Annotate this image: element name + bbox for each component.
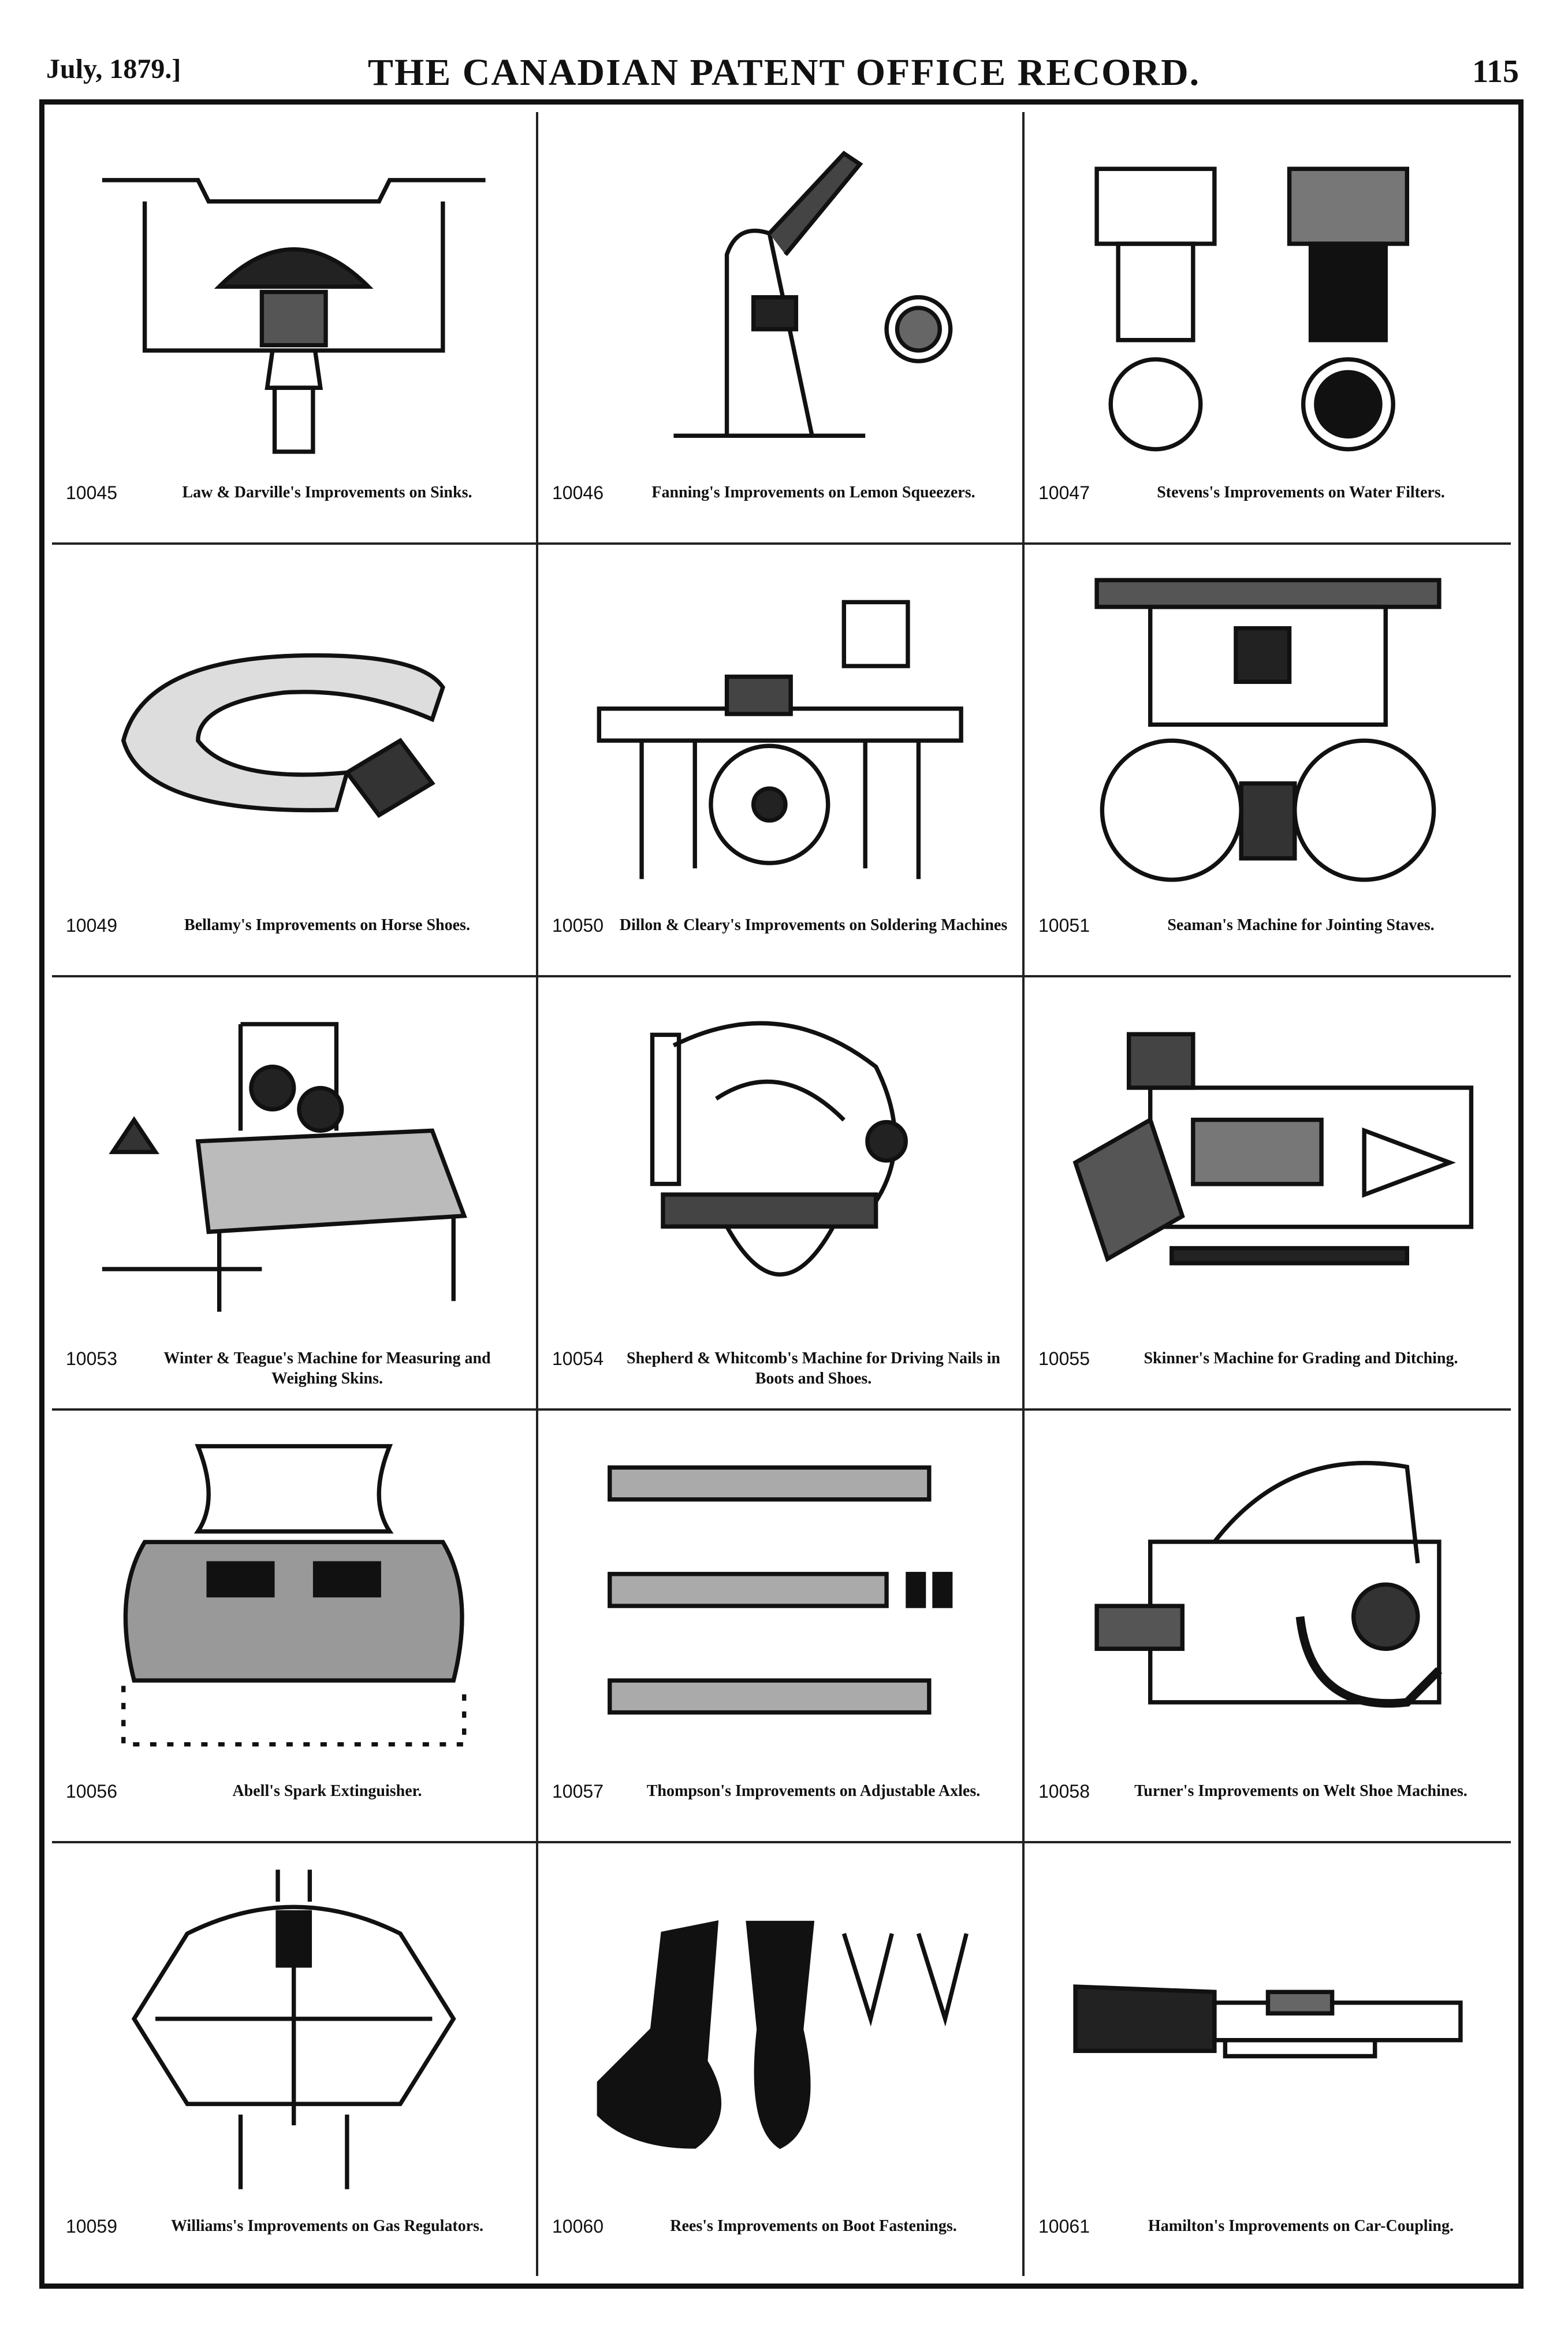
patent-title: Abell's Spark Extinguisher.: [232, 1782, 422, 1800]
publication-title: THE CANADIAN PATENT OFFICE RECORD.: [367, 51, 1201, 94]
patent-title: Fanning's Improvements on Lemon Squeezer…: [651, 484, 975, 502]
water-filter-drawing-icon: [1054, 129, 1482, 465]
patent-title: Turner's Improvements on Welt Shoe Machi…: [1134, 1782, 1468, 1800]
patent-number: 10056: [66, 1780, 117, 1802]
patent-cell-10047: 10047 Stevens's Improvements on Water Fi…: [1025, 112, 1511, 545]
patent-number: 10051: [1038, 915, 1090, 936]
patent-number: 10061: [1038, 2216, 1090, 2237]
nailing-machine-drawing-icon: [567, 995, 993, 1330]
patent-number: 10045: [66, 482, 117, 504]
axle-drawing-icon: [567, 1427, 993, 1763]
patent-number: 10050: [552, 915, 604, 936]
patent-cell-10053: 10053 Winter & Teague's Machine for Meas…: [52, 977, 538, 1411]
patent-caption: 10051 Seaman's Machine for Jointing Stav…: [1038, 915, 1497, 961]
patent-caption: 10046 Fanning's Improvements on Lemon Sq…: [552, 482, 1008, 529]
patent-cell-10045: 10045 Law & Darville's Improvements on S…: [52, 112, 538, 545]
stave-jointing-machine-drawing-icon: [1054, 562, 1482, 898]
patent-caption: 10050 Dillon & Cleary's Improvements on …: [552, 915, 1008, 961]
patent-caption: 10045 Law & Darville's Improvements on S…: [66, 482, 522, 529]
patent-cell-10054: 10054 Shepherd & Whitcomb's Machine for …: [538, 977, 1025, 1411]
patent-caption: 10060 Rees's Improvements on Boot Fasten…: [552, 2216, 1008, 2262]
patent-caption: 10058 Turner's Improvements on Welt Shoe…: [1038, 1781, 1497, 1827]
lemon-squeezer-drawing-icon: [567, 129, 993, 465]
patent-caption: 10053 Winter & Teague's Machine for Meas…: [66, 1348, 522, 1394]
patent-cell-10055: 10055 Skinner's Machine for Grading and …: [1025, 977, 1511, 1411]
patent-grid: 10045 Law & Darville's Improvements on S…: [52, 112, 1511, 2276]
patent-number: 10059: [66, 2216, 117, 2237]
patent-title: Williams's Improvements on Gas Regulator…: [170, 2217, 484, 2235]
patent-caption: 10061 Hamilton's Improvements on Car-Cou…: [1038, 2216, 1497, 2262]
patent-number: 10049: [66, 915, 117, 936]
patent-cell-10051: 10051 Seaman's Machine for Jointing Stav…: [1025, 545, 1511, 978]
patent-title: Skinner's Machine for Grading and Ditchi…: [1144, 1349, 1458, 1367]
patent-cell-10049: 10049 Bellamy's Improvements on Horse Sh…: [52, 545, 538, 978]
patent-number: 10058: [1038, 1780, 1090, 1802]
welt-shoe-machine-drawing-icon: [1054, 1427, 1482, 1763]
page-header: July, 1879.] THE CANADIAN PATENT OFFICE …: [0, 40, 1568, 104]
patent-number: 10057: [552, 1780, 604, 1802]
soldering-machine-drawing-icon: [567, 562, 993, 898]
patent-title: Rees's Improvements on Boot Fastenings.: [670, 2217, 957, 2235]
patent-cell-10046: 10046 Fanning's Improvements on Lemon Sq…: [538, 112, 1025, 545]
patent-caption: 10047 Stevens's Improvements on Water Fi…: [1038, 482, 1497, 529]
horse-shoe-drawing-icon: [81, 562, 506, 898]
sink-drawing-icon: [81, 129, 506, 465]
patent-caption: 10056 Abell's Spark Extinguisher.: [66, 1781, 522, 1827]
issue-date: July, 1879.]: [46, 54, 181, 84]
patent-title: Thompson's Improvements on Adjustable Ax…: [646, 1782, 981, 1800]
patent-caption: 10049 Bellamy's Improvements on Horse Sh…: [66, 915, 522, 961]
car-coupling-drawing-icon: [1054, 1861, 1482, 2198]
patent-cell-10056: 10056 Abell's Spark Extinguisher.: [52, 1410, 538, 1843]
skin-measuring-machine-drawing-icon: [81, 995, 506, 1330]
gas-regulator-drawing-icon: [81, 1861, 506, 2198]
patent-cell-10059: 10059 Williams's Improvements on Gas Reg…: [52, 1843, 538, 2276]
patent-caption: 10055 Skinner's Machine for Grading and …: [1038, 1348, 1497, 1394]
patent-number: 10055: [1038, 1348, 1090, 1369]
patent-title: Bellamy's Improvements on Horse Shoes.: [184, 916, 470, 935]
spark-extinguisher-drawing-icon: [81, 1427, 506, 1763]
patent-number: 10047: [1038, 482, 1090, 504]
patent-plate-frame: 10045 Law & Darville's Improvements on S…: [39, 99, 1524, 2289]
patent-caption: 10054 Shepherd & Whitcomb's Machine for …: [552, 1348, 1008, 1394]
patent-cell-10061: 10061 Hamilton's Improvements on Car-Cou…: [1025, 1843, 1511, 2276]
patent-number: 10054: [552, 1348, 604, 1369]
patent-cell-10058: 10058 Turner's Improvements on Welt Shoe…: [1025, 1411, 1511, 1843]
page-number: 115: [1472, 54, 1519, 90]
patent-caption: 10057 Thompson's Improvements on Adjusta…: [552, 1781, 1008, 1827]
patent-title: Law & Darville's Improvements on Sinks.: [182, 484, 472, 502]
patent-title: Shepherd & Whitcomb's Machine for Drivin…: [627, 1349, 1000, 1388]
patent-number: 10060: [552, 2216, 604, 2237]
patent-title: Seaman's Machine for Jointing Staves.: [1167, 916, 1435, 935]
grading-machine-drawing-icon: [1054, 995, 1482, 1330]
patent-title: Dillon & Cleary's Improvements on Solder…: [619, 916, 1008, 935]
boot-fastening-drawing-icon: [567, 1861, 993, 2198]
patent-cell-10050: 10050 Dillon & Cleary's Improvements on …: [538, 545, 1025, 978]
patent-number: 10046: [552, 482, 604, 504]
patent-caption: 10059 Williams's Improvements on Gas Reg…: [66, 2216, 522, 2262]
patent-number: 10053: [66, 1348, 117, 1369]
patent-cell-10060: 10060 Rees's Improvements on Boot Fasten…: [538, 1843, 1025, 2276]
patent-title: Stevens's Improvements on Water Filters.: [1157, 484, 1445, 502]
patent-cell-10057: 10057 Thompson's Improvements on Adjusta…: [538, 1410, 1025, 1843]
patent-title: Winter & Teague's Machine for Measuring …: [163, 1349, 491, 1388]
patent-title: Hamilton's Improvements on Car-Coupling.: [1148, 2217, 1454, 2235]
